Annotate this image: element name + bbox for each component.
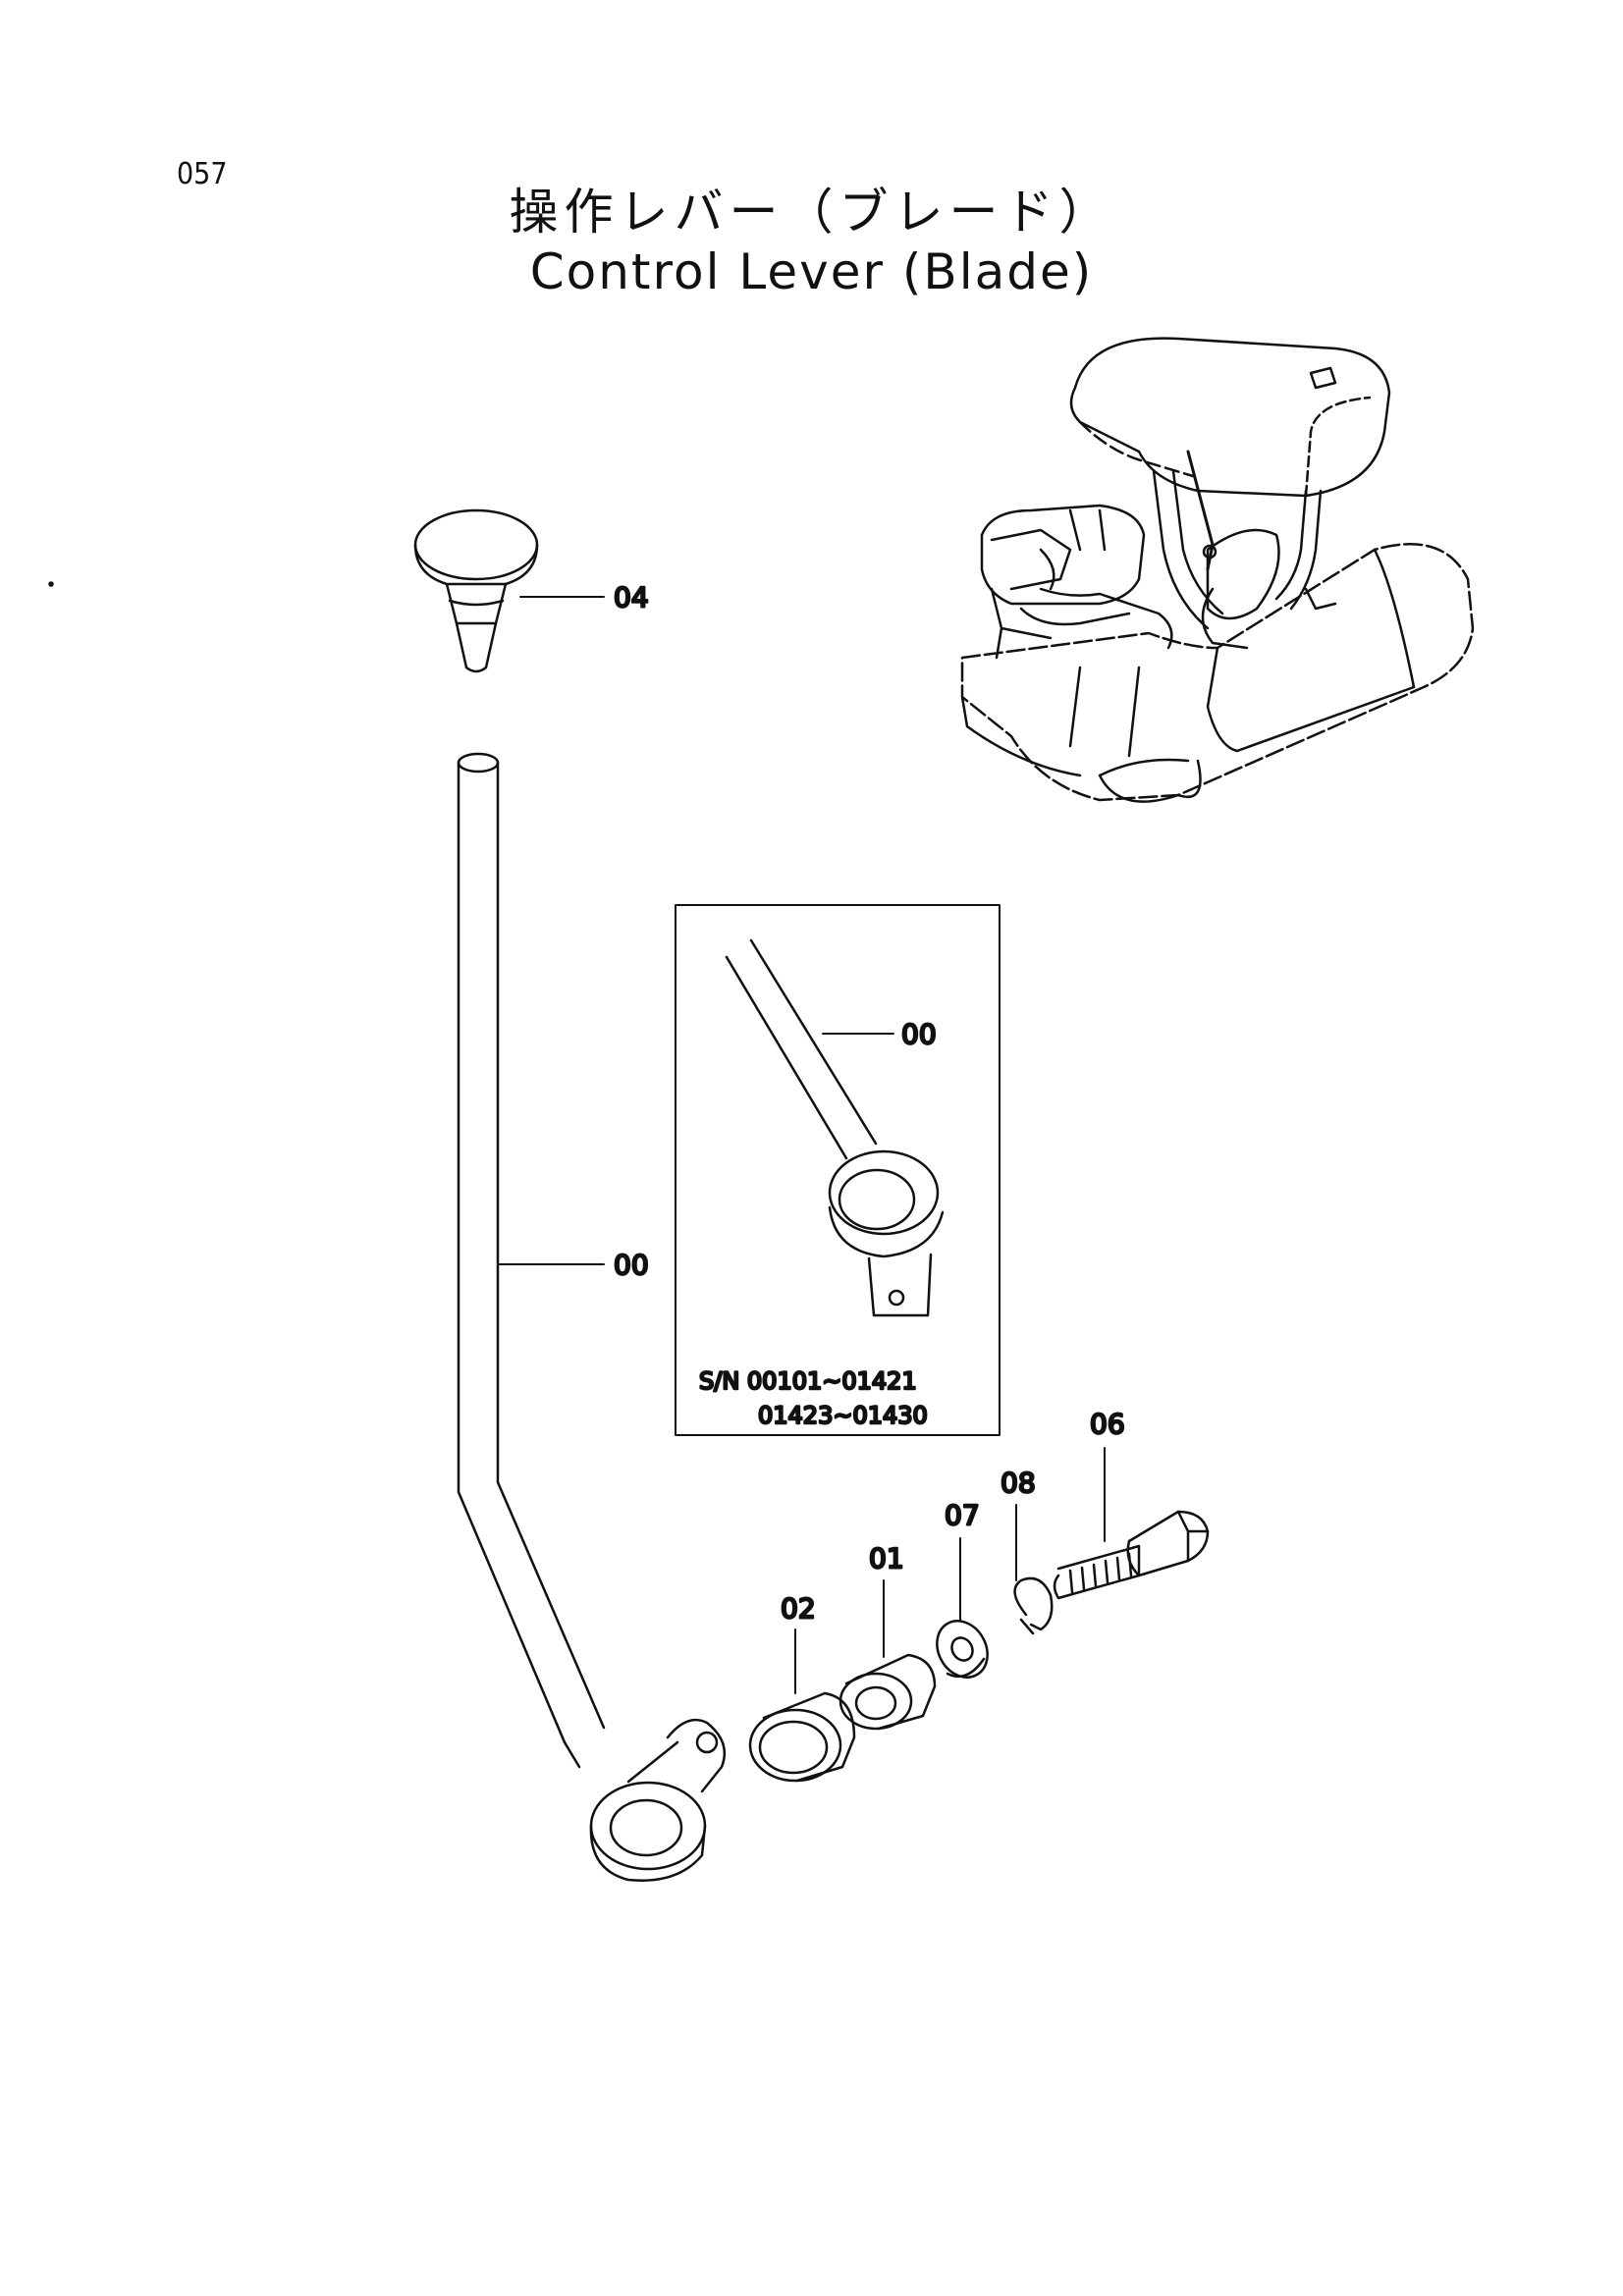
bushing-01 (839, 1579, 937, 1731)
callout-06: 06 (1090, 1408, 1125, 1440)
serial-range-line-1: S/N 00101~01421 (699, 1367, 917, 1395)
bushing-02 (748, 1629, 856, 1783)
callout-07: 07 (945, 1499, 980, 1531)
machine-overview-illustration (960, 337, 1475, 803)
serial-range-line-2: 01423~01430 (758, 1402, 928, 1429)
callout-02: 02 (781, 1592, 816, 1625)
washer-07 (936, 1537, 989, 1679)
callout-01: 01 (869, 1542, 904, 1575)
title-japanese: 操作レバー（ブレード） (509, 184, 1114, 240)
serial-inset-box (675, 904, 1001, 1436)
callout-00: 00 (614, 1249, 649, 1281)
knob (413, 508, 605, 673)
snap-ring-08 (1013, 1504, 1054, 1635)
callout-inset-00: 00 (901, 1018, 937, 1050)
callout-08: 08 (1001, 1467, 1036, 1499)
page-number: 057 (177, 157, 228, 191)
control-lever (457, 752, 727, 1882)
stray-dot (48, 581, 54, 587)
bolt-06 (1053, 1447, 1210, 1600)
title-english: Control Lever (Blade) (529, 243, 1094, 300)
callout-04: 04 (614, 581, 649, 614)
